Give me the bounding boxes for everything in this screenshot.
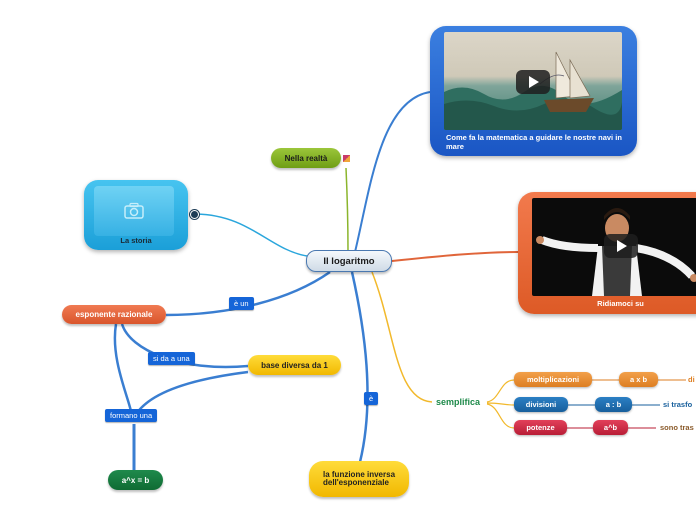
- play-icon[interactable]: [604, 234, 638, 258]
- node-semplifica[interactable]: semplifica: [436, 397, 481, 407]
- trail-moltiplicazioni: di: [688, 375, 695, 384]
- link-to-ridiamoci-video: [391, 251, 519, 262]
- edge-label-e-un[interactable]: è un: [229, 297, 254, 310]
- play-icon[interactable]: [516, 70, 550, 94]
- node-base-diversa[interactable]: base diversa da 1: [248, 355, 341, 375]
- link-to-esponente: [165, 270, 331, 317]
- video-thumbnail-ridiamoci[interactable]: [532, 198, 696, 296]
- link-base-formano: [133, 370, 249, 417]
- node-funzione-inversa[interactable]: la funzione inversa dell'esponenziale: [309, 461, 409, 497]
- video-caption-navi: Come fa la matematica a guidare le nostr…: [446, 133, 622, 151]
- video-card-ridiamoci[interactable]: Ridiamoci su: [518, 192, 696, 314]
- node-nella-realta-label: Nella realtà: [284, 153, 328, 163]
- node-ax-b-label: a^x = b: [121, 475, 150, 485]
- video-thumbnail-navi[interactable]: [444, 32, 622, 130]
- camera-icon: [124, 202, 144, 219]
- node-nella-realta[interactable]: Nella realtà: [271, 148, 341, 168]
- node-a-div-b[interactable]: a : b: [595, 397, 632, 412]
- video-card-navi[interactable]: Come fa la matematica a guidare le nostr…: [430, 26, 637, 156]
- central-node[interactable]: Il logaritmo: [306, 250, 392, 272]
- node-la-storia[interactable]: La storia: [84, 180, 188, 250]
- link-to-funzione-inversa: [350, 271, 369, 463]
- performer-illustration: [536, 208, 696, 296]
- link-to-la-storia: [195, 213, 308, 257]
- node-ax-b[interactable]: a^x = b: [108, 470, 163, 490]
- link-to-navi-video: [354, 91, 431, 253]
- info-icon[interactable]: [190, 210, 199, 219]
- trail-potenze: sono tras: [660, 423, 694, 432]
- node-moltiplicazioni[interactable]: moltiplicazioni: [514, 372, 592, 387]
- ship-illustration: [444, 51, 622, 130]
- node-esponente-razionale[interactable]: esponente razionale: [62, 305, 166, 324]
- node-a-x-b[interactable]: a x b: [619, 372, 658, 387]
- central-label: Il logaritmo: [323, 255, 375, 267]
- trail-divisioni: si trasfo: [663, 400, 693, 409]
- link-semplifica-molt: [486, 379, 515, 403]
- node-base-diversa-label: base diversa da 1: [261, 360, 328, 370]
- video-caption-ridiamoci: Ridiamoci su: [597, 299, 644, 308]
- link-semplifica-pot: [486, 403, 515, 429]
- edge-label-formano-una[interactable]: formano una: [105, 409, 158, 422]
- link-to-nella-realta: [345, 167, 349, 252]
- node-esponente-razionale-label: esponente razionale: [75, 310, 153, 319]
- node-potenze[interactable]: potenze: [514, 420, 567, 435]
- attachment-icon[interactable]: [343, 155, 350, 162]
- link-to-semplifica: [371, 271, 433, 403]
- node-divisioni[interactable]: divisioni: [514, 397, 568, 412]
- node-funzione-inversa-label: la funzione inversa dell'esponenziale: [323, 469, 396, 487]
- edge-label-e[interactable]: è: [364, 392, 379, 405]
- story-image: [94, 186, 174, 236]
- link-semplifica-div: [486, 402, 515, 406]
- node-la-storia-label: La storia: [120, 236, 152, 245]
- edge-label-si-da-a-una[interactable]: si da a una: [148, 352, 195, 365]
- node-a-pow-b[interactable]: a^b: [593, 420, 628, 435]
